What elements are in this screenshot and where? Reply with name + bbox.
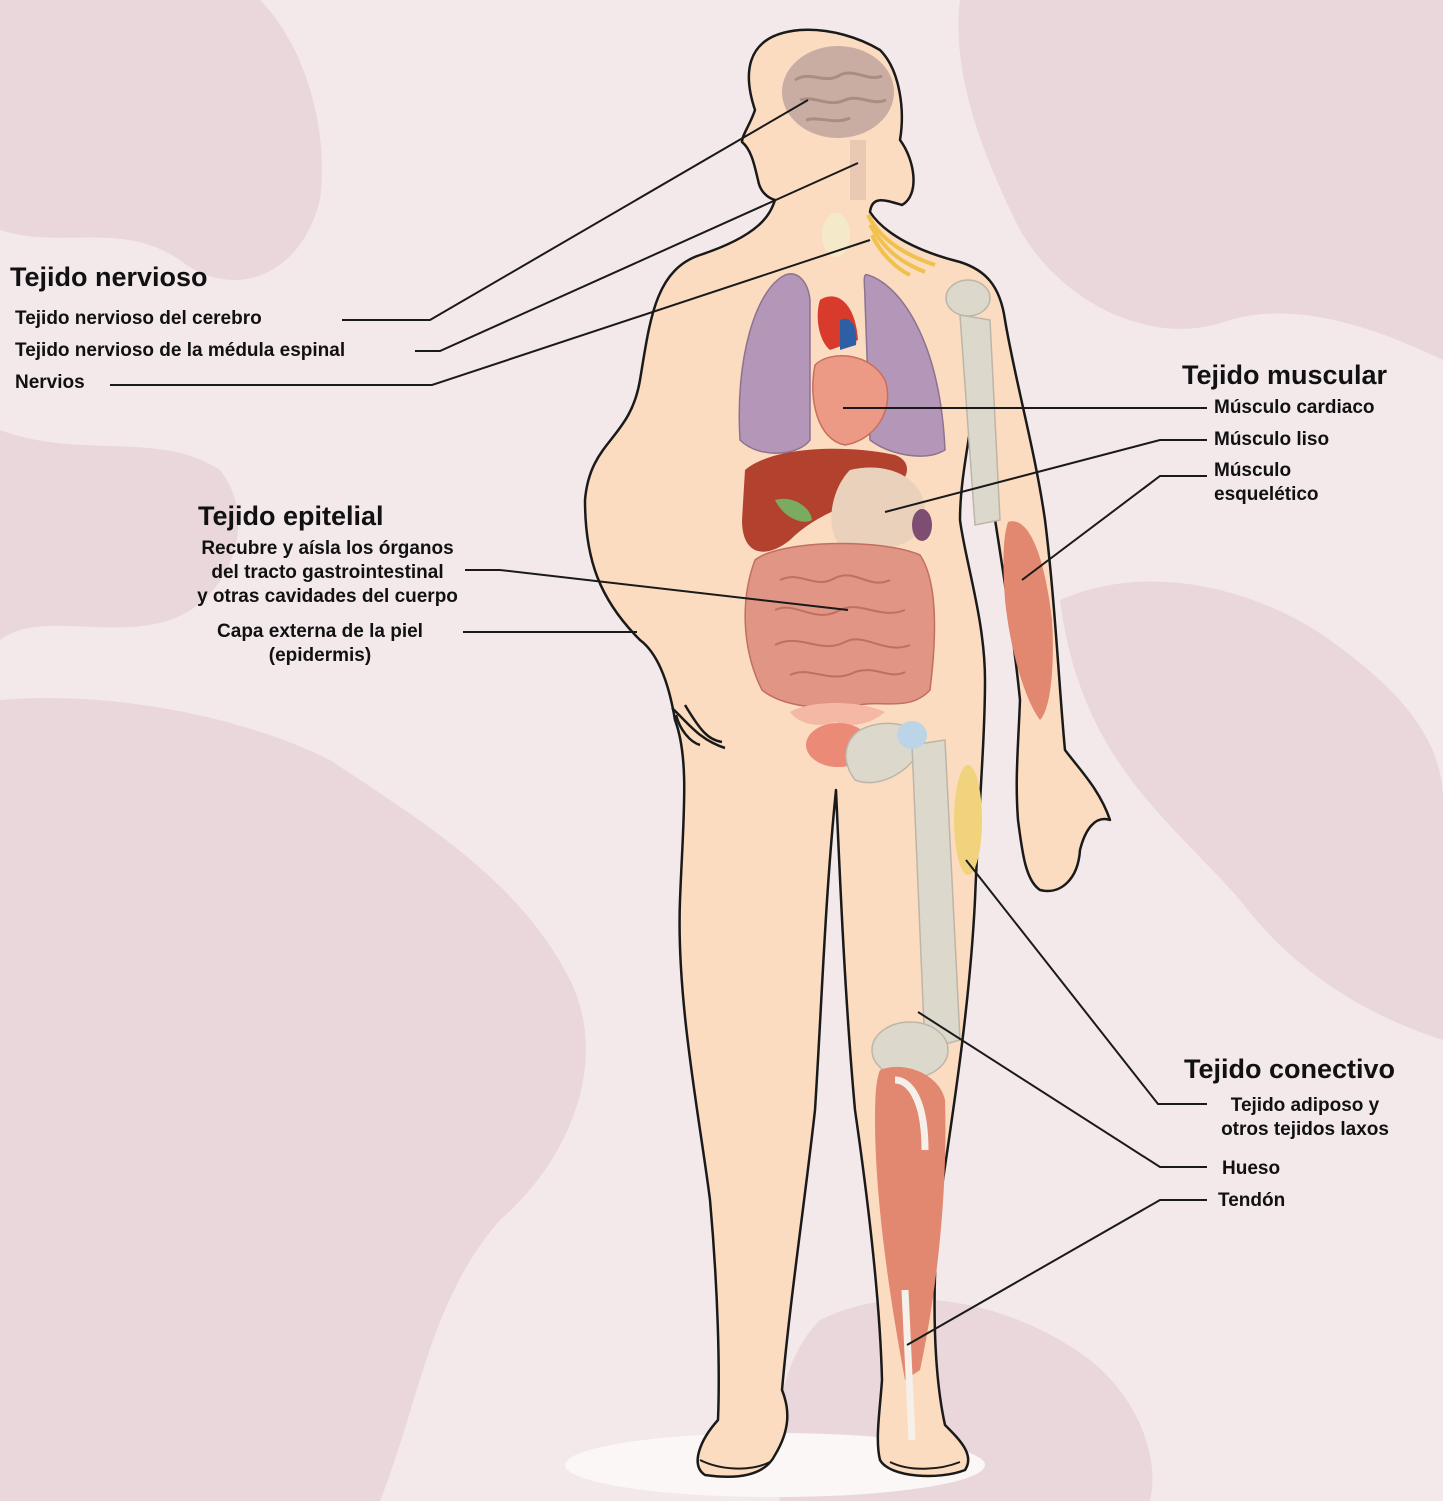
spinal-cord <box>850 140 866 200</box>
nervous-tissue-heading: Tejido nervioso <box>10 262 208 293</box>
label-epidermis-line1: Capa externa de la piel <box>190 620 450 644</box>
label-cardiac-muscle: Músculo cardiaco <box>1214 396 1375 420</box>
label-adipose-tissue-line1: Tejido adiposo y <box>1200 1094 1410 1118</box>
label-bone: Hueso <box>1222 1157 1280 1181</box>
adipose-tissue <box>954 765 982 875</box>
muscle-tissue-heading: Tejido muscular <box>1182 360 1387 391</box>
label-gi-lining-line3: y otras cavidades del cuerpo <box>160 585 495 609</box>
label-brain-nervous-tissue: Tejido nervioso del cerebro <box>15 307 262 331</box>
label-gi-lining-line1: Recubre y aísla los órganos <box>160 537 495 561</box>
label-gi-lining-line2: del tracto gastrointestinal <box>160 561 495 585</box>
label-skeletal-muscle-line2: esquelético <box>1214 483 1319 507</box>
label-smooth-muscle: Músculo liso <box>1214 428 1329 452</box>
epithelial-tissue-heading: Tejido epitelial <box>198 501 384 532</box>
label-adipose-tissue: Tejido adiposo y otros tejidos laxos <box>1200 1094 1410 1142</box>
intestines <box>745 544 934 708</box>
label-epidermis: Capa externa de la piel (epidermis) <box>190 620 450 668</box>
connective-tissue-heading: Tejido conectivo <box>1184 1054 1395 1085</box>
brain <box>782 46 894 138</box>
label-nerves: Nervios <box>15 371 85 395</box>
label-spinal-cord-nervous-tissue: Tejido nervioso de la médula espinal <box>15 339 345 363</box>
spleen <box>912 509 932 541</box>
label-skeletal-muscle-line1: Músculo <box>1214 459 1319 483</box>
label-adipose-tissue-line2: otros tejidos laxos <box>1200 1118 1410 1142</box>
label-skeletal-muscle: Músculo esquelético <box>1214 459 1319 507</box>
label-tendon: Tendón <box>1218 1189 1285 1213</box>
label-epidermis-line2: (epidermis) <box>190 644 450 668</box>
label-gi-lining: Recubre y aísla los órganos del tracto g… <box>160 537 495 609</box>
hip-joint <box>897 721 927 749</box>
